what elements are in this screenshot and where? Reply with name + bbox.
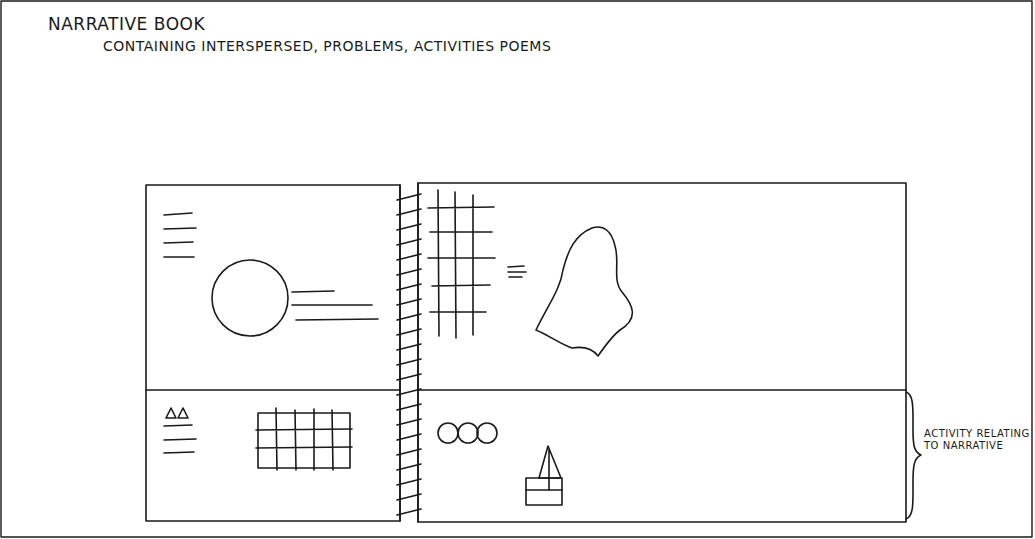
- curly-bracket: [906, 392, 921, 519]
- circle-symbol: [438, 423, 458, 443]
- text-lines: [164, 425, 196, 453]
- subtitle-note: CONTAINING INTERSPERSED, PROBLEMS, ACTIV…: [103, 38, 551, 55]
- chart-grid: [428, 190, 495, 338]
- circle-illustration: [212, 260, 288, 336]
- grid-illustration: [258, 413, 350, 468]
- box-line: [526, 489, 562, 491]
- bracket-label: ACTIVITY RELATING TO NARRATIVE: [924, 428, 1032, 452]
- text-lines: [292, 291, 378, 320]
- spine-line: [400, 183, 418, 522]
- box-shape: [526, 478, 562, 505]
- circle-symbol: [477, 423, 497, 443]
- page-title: NARRATIVE BOOK: [48, 14, 205, 34]
- triangle-symbols: [166, 408, 188, 418]
- right-page: [418, 183, 906, 522]
- left-page: [146, 185, 400, 521]
- text-lines: [508, 266, 526, 277]
- lamp-shape: [539, 446, 561, 490]
- spiral-coils: [397, 194, 421, 515]
- grid-lines: [256, 408, 352, 470]
- circle-symbol: [458, 423, 478, 443]
- activity-divider: [146, 389, 906, 391]
- text-lines: [164, 213, 196, 257]
- blob-illustration: [536, 227, 632, 356]
